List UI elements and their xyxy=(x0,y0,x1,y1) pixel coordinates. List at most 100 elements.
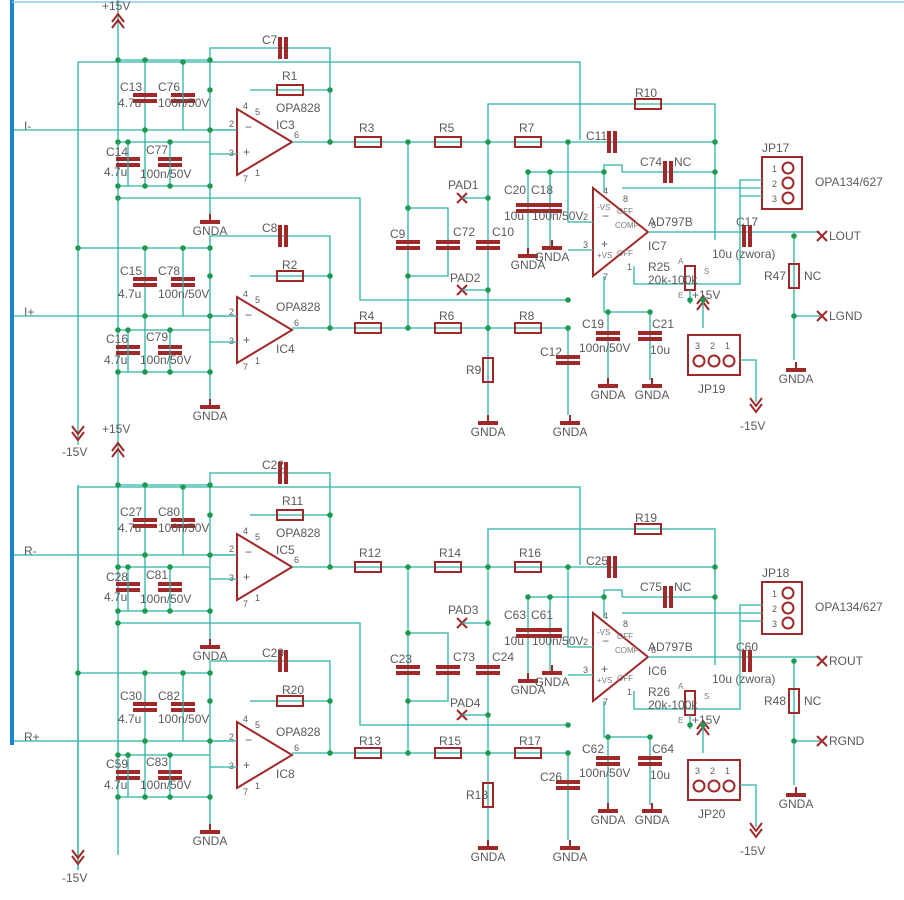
junction-dot xyxy=(647,734,653,740)
pin-off: OFF xyxy=(617,674,633,683)
pin-plus: + xyxy=(601,662,608,676)
pin-3: 3 xyxy=(229,148,234,158)
res-label: R2 xyxy=(282,258,298,272)
gnd-symbol: GNDA xyxy=(535,240,569,264)
jumper-pin-num: 2 xyxy=(772,604,777,614)
jumper-part: OPA134/627 xyxy=(815,175,883,189)
trim-pin-e: E xyxy=(678,291,683,300)
cap-label: C63 xyxy=(504,608,526,622)
jumper-body xyxy=(687,759,741,801)
ic-ref: IC4 xyxy=(276,342,295,356)
wire xyxy=(118,622,568,726)
junction-dot xyxy=(115,564,121,570)
junction-dot xyxy=(405,139,411,145)
pin-plus: + xyxy=(601,237,608,251)
junction-dot xyxy=(142,670,148,676)
pad-label: PAD1 xyxy=(448,178,479,192)
series-resistor xyxy=(514,561,542,573)
pin-minus: − xyxy=(602,209,609,223)
series-resistor xyxy=(354,136,382,148)
junction-dot xyxy=(565,564,571,570)
cap-label: C16 xyxy=(106,332,128,346)
output-marker xyxy=(816,230,828,242)
pin-5: 5 xyxy=(255,295,260,305)
cap-value: 4.7u xyxy=(104,353,127,367)
gnd-label: GNDA xyxy=(591,388,626,402)
cap-label: C76 xyxy=(158,80,180,94)
cap-label: C59 xyxy=(106,757,128,771)
gnd-label: GNDA xyxy=(193,834,228,848)
junction-dot xyxy=(647,309,653,315)
pin-off: OFF xyxy=(617,632,633,641)
feedback-cap xyxy=(278,225,288,247)
jumper-pin-num: 1 xyxy=(725,341,730,351)
cap-label: C60 xyxy=(736,640,758,654)
gnd-label: GNDA xyxy=(535,675,570,689)
res-label: R8 xyxy=(519,309,535,323)
gnd-symbol: GNDA xyxy=(471,415,505,439)
pin-3: 3 xyxy=(229,573,234,583)
opamp-body xyxy=(592,185,650,279)
cap-value: 100n/50V xyxy=(140,353,191,367)
pin-plus: + xyxy=(243,333,250,347)
cap-label: C29 xyxy=(262,646,284,660)
pos-rail-arrow-top xyxy=(111,12,125,29)
junction-dot xyxy=(207,552,213,558)
cap-value: 4.7u xyxy=(104,165,127,179)
gnd-symbol: GNDA xyxy=(193,824,228,848)
jumper-pin-num: 3 xyxy=(772,194,777,204)
jumper-body xyxy=(761,581,803,635)
junction-dot xyxy=(125,564,131,570)
wire xyxy=(78,486,581,565)
pin-1: 1 xyxy=(255,356,260,366)
cap-label: C22 xyxy=(262,458,284,472)
cap-value: 4.7u xyxy=(118,712,141,726)
junction-dot xyxy=(207,127,213,133)
pin-1: 1 xyxy=(627,687,632,697)
jumper-JP17: 123 xyxy=(761,156,803,210)
cap-label: C15 xyxy=(120,264,142,278)
jumper-pin-num: 1 xyxy=(725,766,730,776)
junction-dot xyxy=(115,57,121,63)
decoupling-cap xyxy=(133,277,157,287)
cap-value: 100n/50V xyxy=(158,96,209,110)
jumper-pin-num: 1 xyxy=(772,589,777,599)
opamp-body xyxy=(236,295,294,365)
x-stroke xyxy=(816,230,828,242)
output-cap xyxy=(742,650,752,672)
cap-label: C13 xyxy=(120,80,142,94)
cap-label: C17 xyxy=(736,215,758,229)
pin-vs-neg: -VS xyxy=(597,628,610,637)
cap-label: C64 xyxy=(652,742,674,756)
cap-value: 100n/50V xyxy=(140,167,191,181)
wire xyxy=(567,567,593,648)
gnd-label: GNDA xyxy=(635,388,670,402)
mid-cap xyxy=(476,240,500,250)
cap-value: 10u xyxy=(650,343,670,357)
ic-part: OPA828 xyxy=(276,300,321,314)
jumper-part: OPA134/627 xyxy=(815,600,883,614)
junction-dot xyxy=(142,552,148,558)
junction-dot xyxy=(167,564,173,570)
junction-dot xyxy=(142,482,148,488)
pin-1: 1 xyxy=(255,168,260,178)
junction-dot xyxy=(180,245,186,251)
arrow-head xyxy=(696,294,710,305)
junction-dot xyxy=(547,169,553,175)
output-marker xyxy=(816,310,828,322)
ic-ref: IC8 xyxy=(276,767,295,781)
mid-cap xyxy=(556,355,580,365)
x-stroke xyxy=(816,735,828,747)
pin-6: 6 xyxy=(294,318,299,328)
junction-dot xyxy=(601,169,607,175)
pin-4: 4 xyxy=(243,714,248,724)
junction-dot xyxy=(180,670,186,676)
mid-cap xyxy=(396,240,420,250)
res-label: R14 xyxy=(439,546,461,560)
cap-value: 100n/50V xyxy=(532,209,583,223)
ic-part: OPA828 xyxy=(276,526,321,540)
wire xyxy=(209,660,331,755)
x-stroke xyxy=(816,655,828,667)
junction-dot xyxy=(485,287,491,293)
